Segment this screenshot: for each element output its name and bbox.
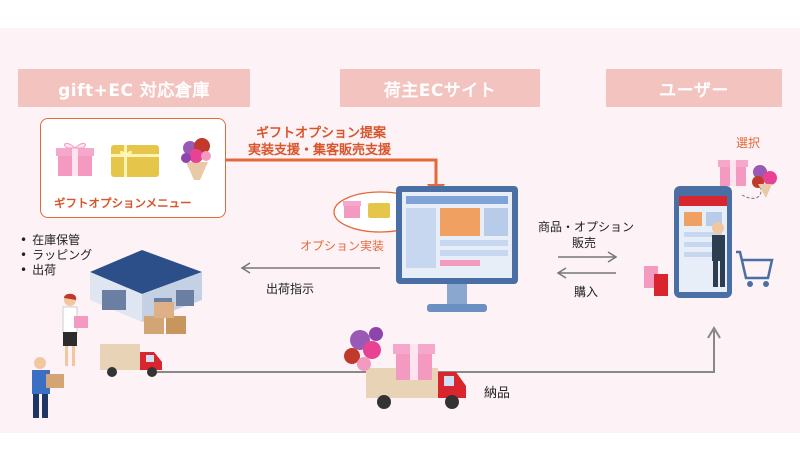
product-sale-line-2: 販売 (572, 236, 597, 250)
bouquet-icon (181, 138, 211, 180)
gold-card-icon (111, 145, 159, 177)
service-item: ラッピング (20, 248, 92, 263)
header-warehouse: gift+EC 対応倉庫 (18, 69, 250, 107)
select-label: 選択 (736, 136, 761, 150)
small-truck-icon (100, 344, 162, 377)
cardboard-boxes-icon (144, 302, 186, 334)
proposal-line-2: 実装支援・集客販売支援 (248, 143, 392, 158)
option-impl-label: オプション実装 (300, 239, 385, 253)
computer-monitor-icon (396, 186, 518, 312)
gift-option-menu-label: ギフトオプションメニュー (54, 196, 192, 210)
delivery-line (150, 330, 715, 373)
select-gift-icon (718, 160, 777, 198)
header-user: ユーザー (606, 69, 782, 107)
smartphone-store-icon (644, 186, 774, 298)
service-item: 出荷 (20, 263, 92, 278)
proposal-arrow (224, 158, 438, 186)
delivery-truck-icon (344, 327, 466, 409)
warehouse-services-list: 在庫保管 ラッピング 出荷 (20, 233, 92, 278)
purchase-label: 購入 (574, 285, 599, 299)
product-sale-line-1: 商品・オプション (538, 220, 635, 234)
worker-icon (62, 293, 88, 366)
shipping-instruction-label: 出荷指示 (266, 282, 315, 296)
service-item: 在庫保管 (20, 233, 92, 248)
header-ec-site: 荷主ECサイト (340, 69, 540, 107)
gift-box-icon (56, 142, 94, 176)
worker-man-icon (32, 357, 64, 418)
delivery-label: 納品 (484, 386, 511, 401)
proposal-line-1: ギフトオプション提案 (256, 126, 387, 141)
